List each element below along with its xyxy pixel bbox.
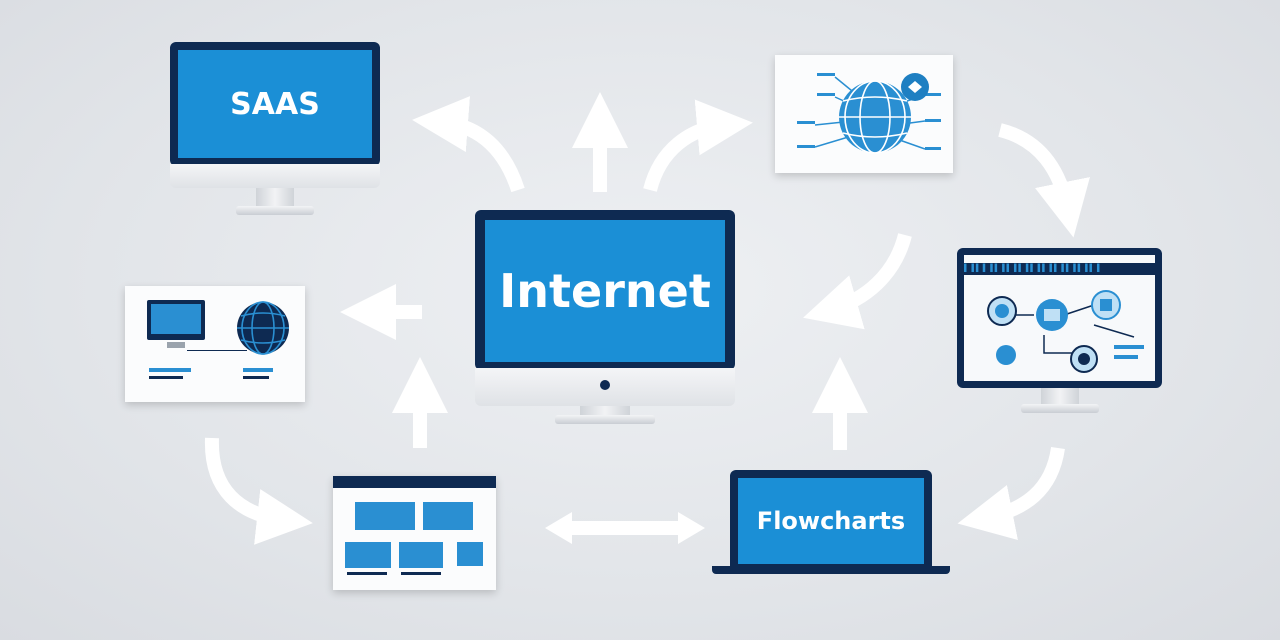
arrow-to-globe-card [643, 99, 753, 192]
arrow-left-card-to-bottom [204, 437, 313, 545]
screens-card [333, 476, 496, 590]
monitor-icon [147, 300, 205, 340]
dashboard-monitor: ▌▐ ▌ ▌▐ ▌▐ ▌▐ ▌▐ ▌▐ ▌▐ ▌▐ ▌▐ ▌▐ ▌▐ [957, 248, 1162, 414]
mail-icon [399, 542, 443, 568]
globe-icon [237, 301, 289, 355]
arrow-dashboard-to-flowcharts [957, 446, 1065, 540]
arrow-to-saas [412, 96, 525, 193]
saas-label: SAAS [178, 50, 372, 158]
flowcharts-laptop: Flowcharts [712, 470, 950, 578]
monitor-icon [355, 502, 415, 530]
power-button-icon [600, 380, 610, 390]
internet-label: Internet [485, 220, 725, 362]
dashboard-header: ▌▐ ▌ ▌▐ ▌▐ ▌▐ ▌▐ ▌▐ ▌▐ ▌▐ ▌▐ ▌▐ ▌▐ [964, 263, 1155, 275]
arrow-dashboard-to-internet-upper [803, 233, 912, 330]
arrow-globe-to-dashboard [998, 123, 1090, 238]
globe-network-card [775, 55, 953, 173]
dashboard-graphics [987, 290, 1144, 373]
laptop-icon [712, 566, 950, 574]
globe-icon [797, 73, 941, 154]
left-network-card [125, 286, 305, 402]
flowcharts-label: Flowcharts [738, 478, 924, 564]
internet-monitor: Internet [475, 210, 735, 424]
saas-monitor: SAAS [170, 42, 380, 217]
